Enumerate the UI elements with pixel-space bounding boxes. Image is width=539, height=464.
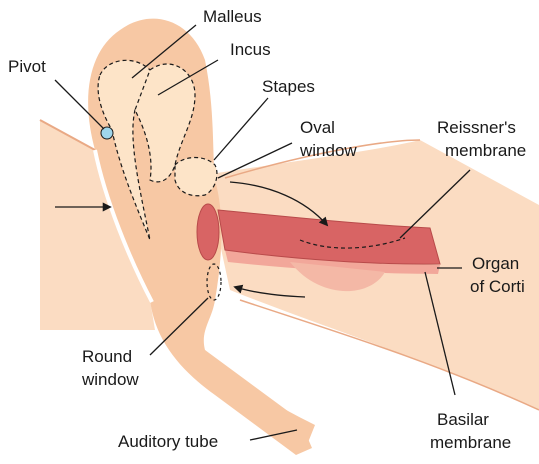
stapes-leader [214, 98, 268, 160]
label-reissners-1: Reissner's [437, 118, 516, 137]
label-oval-window-1: Oval [300, 118, 335, 137]
label-organ-2: of Corti [470, 277, 525, 296]
label-reissners-2: membrane [445, 141, 526, 160]
pivot-marker [101, 127, 113, 139]
label-oval-window-2: window [299, 141, 357, 160]
label-round-window-1: Round [82, 347, 132, 366]
label-incus: Incus [230, 40, 271, 59]
label-auditory-tube: Auditory tube [118, 432, 218, 451]
label-round-window-2: window [81, 370, 139, 389]
label-basilar-1: Basilar [437, 410, 489, 429]
label-stapes: Stapes [262, 77, 315, 96]
label-pivot: Pivot [8, 57, 46, 76]
label-malleus: Malleus [203, 7, 262, 26]
label-organ-1: Organ [472, 254, 519, 273]
oval-window [197, 204, 219, 260]
stapes [175, 158, 217, 196]
label-basilar-2: membrane [430, 433, 511, 452]
